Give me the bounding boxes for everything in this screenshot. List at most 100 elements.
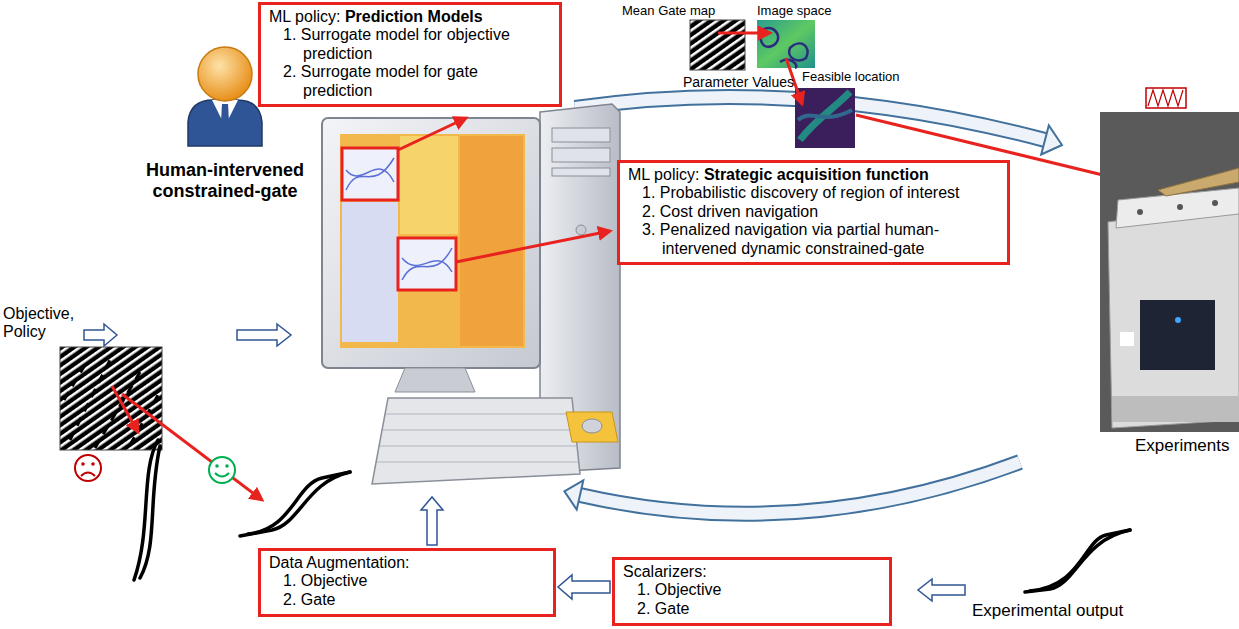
figure-label: Experimental output bbox=[972, 601, 1123, 621]
microscope-photo bbox=[1120, 332, 1134, 346]
computer bbox=[395, 368, 475, 392]
person-icon bbox=[188, 47, 262, 146]
computer bbox=[582, 419, 602, 433]
computer bbox=[322, 118, 540, 368]
input-arrow bbox=[918, 579, 965, 601]
input-arrow bbox=[84, 324, 117, 346]
feasible-location-image bbox=[795, 88, 855, 148]
person-icon bbox=[198, 47, 252, 101]
microscope-photo bbox=[1100, 112, 1239, 432]
computer bbox=[342, 202, 398, 342]
microscope-photo bbox=[1112, 396, 1239, 422]
sad-face bbox=[81, 462, 85, 466]
microscope-photo bbox=[1212, 200, 1218, 206]
microscope-photo bbox=[1100, 112, 1239, 432]
computer bbox=[576, 225, 586, 235]
list-item: 2. Surrogate model for gate prediction bbox=[283, 63, 551, 100]
sad-face bbox=[81, 473, 95, 477]
computer bbox=[372, 398, 580, 484]
sad-face bbox=[75, 455, 101, 481]
computer bbox=[566, 412, 618, 442]
person-icon bbox=[212, 100, 238, 126]
policy-box: Scalarizers:1. Objective2. Gate bbox=[612, 557, 892, 626]
input-arrow bbox=[421, 497, 443, 545]
experimental-loop-curve bbox=[1025, 530, 1130, 592]
model-pointer bbox=[398, 118, 466, 150]
good-loop-curve bbox=[240, 472, 350, 536]
computer bbox=[552, 128, 610, 142]
list-item: 1. Surrogate model for objective predict… bbox=[283, 26, 551, 63]
computer bbox=[552, 148, 610, 162]
model-pointer bbox=[398, 118, 610, 262]
box-heading: ML policy: Strategic acquisition functio… bbox=[628, 166, 999, 184]
list-item: 2. Gate bbox=[283, 591, 545, 609]
gate-map bbox=[60, 347, 162, 450]
policy-box: ML policy: Strategic acquisition functio… bbox=[617, 160, 1010, 265]
microscope-photo bbox=[1175, 317, 1181, 323]
good-loop-curve bbox=[240, 472, 350, 536]
parameter-pointer bbox=[718, 32, 770, 35]
choice-pointer bbox=[112, 386, 138, 432]
policy-box: Data Augmentation:1. Objective2. Gate bbox=[258, 548, 556, 617]
flow-arrow bbox=[558, 575, 610, 599]
computer bbox=[552, 168, 610, 176]
microscope-photo bbox=[1177, 204, 1183, 210]
model-pointer bbox=[456, 231, 610, 262]
microscope-photo bbox=[1108, 204, 1239, 428]
computer bbox=[398, 238, 456, 290]
choice-pointer bbox=[112, 386, 262, 500]
person-icon bbox=[221, 104, 229, 127]
sad-face bbox=[91, 462, 95, 466]
box-heading: Scalarizers: bbox=[623, 563, 881, 581]
cycle-arrow bbox=[1041, 126, 1062, 155]
computer bbox=[346, 158, 394, 190]
person-icon bbox=[188, 100, 262, 146]
figure-label: Objective, Policy bbox=[3, 305, 83, 342]
list-item: 1. Objective bbox=[637, 581, 881, 599]
figure-label: Feasible location bbox=[802, 70, 900, 85]
input-arrow bbox=[237, 324, 291, 346]
computer bbox=[460, 136, 523, 346]
computer bbox=[342, 148, 398, 200]
experimental-loop-curve bbox=[1030, 530, 1130, 591]
microscope-photo bbox=[1140, 300, 1215, 370]
cycle-arrow bbox=[564, 480, 583, 509]
microscope-photo bbox=[1158, 168, 1239, 196]
computer bbox=[402, 248, 452, 280]
feasible-location-image bbox=[795, 88, 855, 148]
figure-label: Experiments bbox=[1135, 436, 1229, 456]
cycle-arrow bbox=[580, 462, 1020, 514]
happy-face bbox=[225, 464, 229, 468]
computer bbox=[377, 414, 578, 462]
feasible-location-image bbox=[798, 110, 852, 120]
figure-label: Human-intervened constrained-gate bbox=[140, 160, 310, 201]
gate-map bbox=[60, 347, 162, 450]
box-heading: ML policy: Prediction Models bbox=[269, 8, 551, 26]
computer bbox=[340, 134, 525, 348]
list-item: 3. Penalized navigation via partial huma… bbox=[642, 221, 999, 258]
experimental-loop-curve bbox=[1025, 530, 1130, 592]
waveform-icon bbox=[1146, 88, 1186, 108]
bad-loop-curve bbox=[134, 440, 160, 580]
cycle-arrow bbox=[580, 462, 1020, 514]
figure-label: Image space bbox=[757, 4, 831, 19]
policy-box: ML policy: Prediction Models1. Surrogate… bbox=[258, 2, 562, 107]
box-heading: Data Augmentation: bbox=[269, 554, 545, 572]
happy-face bbox=[209, 457, 235, 483]
list-item: 2. Gate bbox=[637, 600, 881, 618]
bad-loop-curve bbox=[140, 446, 160, 578]
good-loop-curve bbox=[248, 472, 350, 534]
choice-pointer bbox=[122, 394, 262, 500]
waveform-icon bbox=[1146, 88, 1186, 108]
computer bbox=[322, 104, 620, 484]
microscope-photo bbox=[1137, 209, 1143, 215]
mean-gate-image bbox=[690, 20, 745, 70]
list-item: 2. Cost driven navigation bbox=[642, 203, 999, 221]
figure-label: Parameter Values bbox=[683, 74, 794, 90]
gate-map bbox=[60, 347, 162, 450]
gate-map bbox=[64, 360, 158, 448]
happy-face bbox=[209, 457, 235, 483]
sad-face bbox=[75, 455, 101, 481]
